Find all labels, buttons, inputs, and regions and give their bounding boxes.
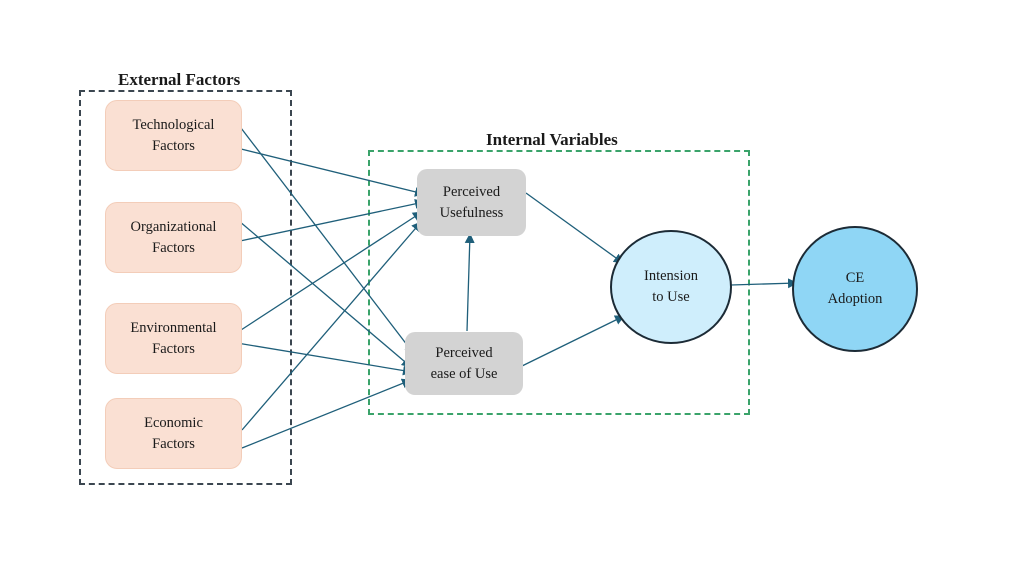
node-label-line2: Usefulness (439, 204, 504, 221)
edge-env-to-peou (236, 342, 413, 376)
edge-org-to-pu (239, 198, 425, 242)
edge-eco-to-peou (241, 378, 412, 449)
node-label-line1: Perceived (435, 344, 493, 361)
node-label-line2: Factors (152, 340, 195, 357)
node-label-line1: Economic (144, 414, 203, 431)
node-environmental-factors: Environmental Factors (105, 303, 242, 374)
node-label-line2: ease of Use (430, 365, 498, 382)
node-label-line1: Organizational (130, 218, 217, 235)
node-perceived-usefulness: Perceived Usefulness (417, 169, 526, 236)
node-label-line1: Environmental (130, 319, 217, 336)
node-label-line1: CE (845, 270, 865, 286)
edge-peou-to-itu (521, 315, 625, 367)
node-economic-factors: Economic Factors (105, 398, 242, 469)
edge-peou-to-pu (464, 233, 475, 332)
node-technological-factors: Technological Factors (105, 100, 242, 171)
node-label-line1: Intension (644, 268, 698, 284)
node-intension-to-use: Intension to Use (610, 230, 732, 344)
edge-org-to-peou (238, 220, 412, 368)
node-label-line1: Technological (132, 116, 215, 133)
edge-itu-to-ce (730, 278, 798, 289)
edge-tech-to-peou (240, 127, 415, 355)
internal-variables-title: Internal Variables (486, 130, 618, 149)
edge-env-to-pu (240, 211, 423, 331)
node-label-line2: Factors (152, 137, 195, 154)
node-perceived-ease-of-use: Perceived ease of Use (405, 332, 523, 395)
node-label-line2: to Use (652, 289, 690, 305)
edge-pu-to-itu (525, 192, 624, 264)
node-organizational-factors: Organizational Factors (105, 202, 242, 273)
node-label-line2: Factors (152, 435, 195, 452)
node-label-line2: Adoption (827, 291, 883, 307)
edge-eco-to-pu (241, 221, 422, 431)
node-label-line1: Perceived (442, 183, 501, 200)
external-factors-group (79, 90, 292, 485)
edge-tech-to-pu (236, 147, 425, 197)
external-factors-title: External Factors (118, 70, 241, 89)
node-ce-adoption: CE Adoption (792, 226, 918, 352)
node-label-line2: Factors (152, 239, 195, 256)
